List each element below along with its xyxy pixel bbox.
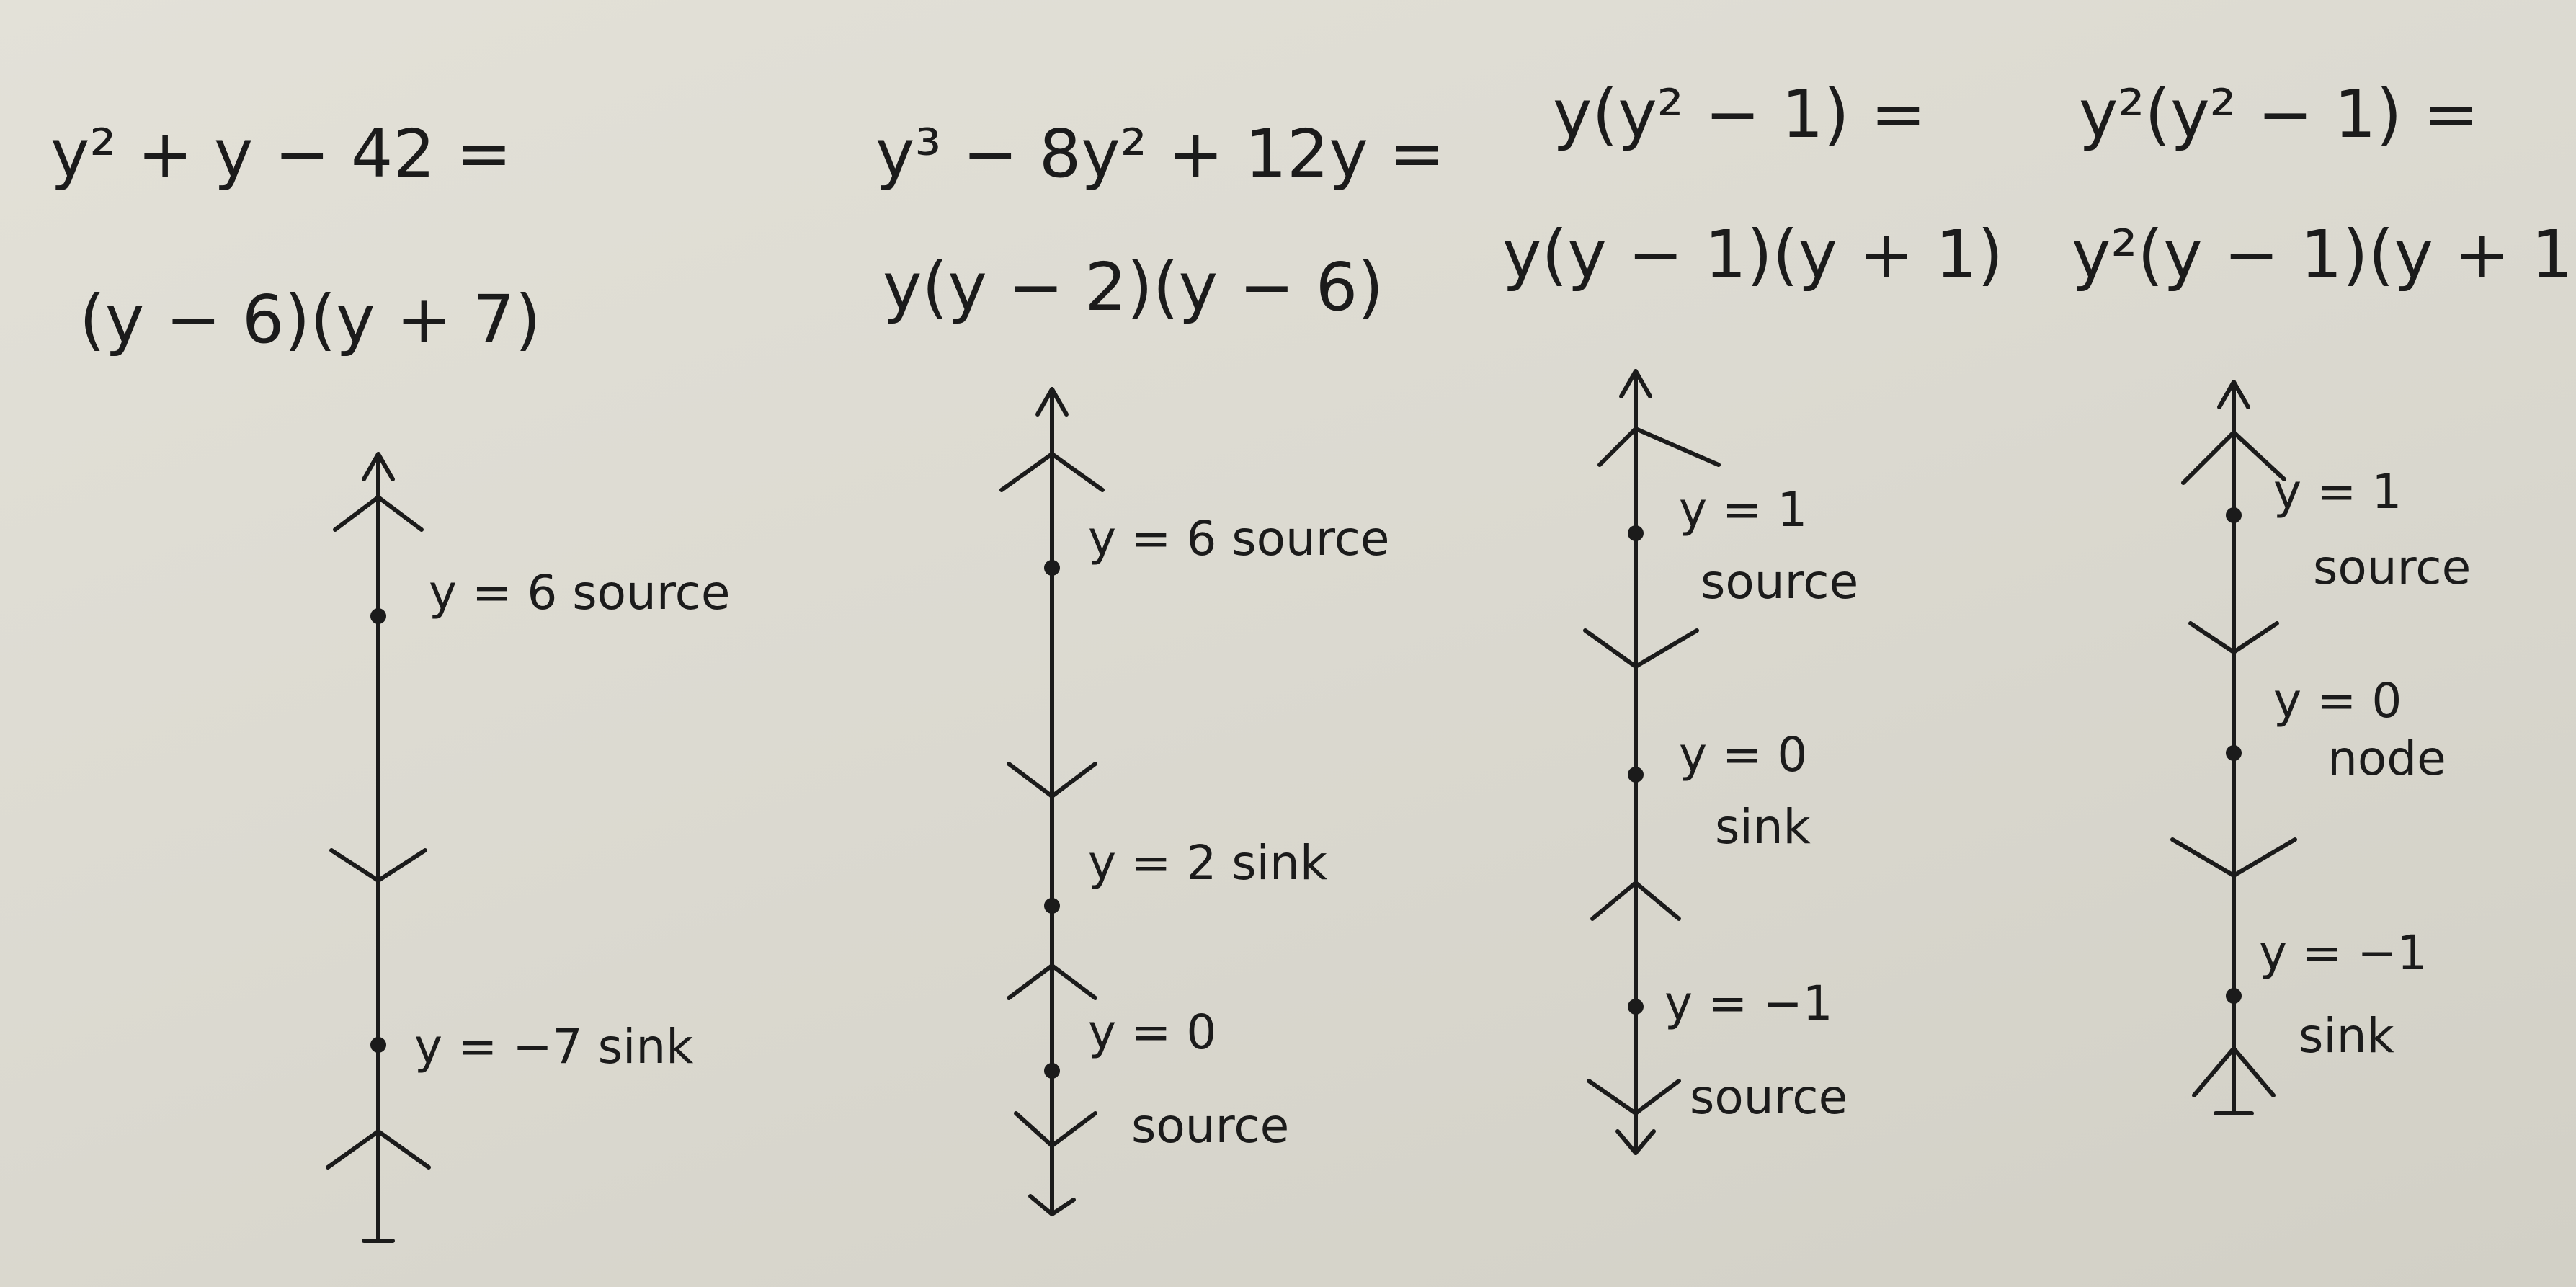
diagram-4-flow-up-arrow <box>2192 1046 2276 1097</box>
diagram-3-flow-up-arrow <box>1597 427 1721 467</box>
diagram-2-flow-down-arrow <box>1007 762 1097 798</box>
diagram-3-flow-up-arrow <box>1590 881 1681 921</box>
diagram-3-equilibrium-point <box>1628 525 1644 541</box>
diagram-2-axis-arrow <box>1035 387 1069 417</box>
diagram-2-axis-end <box>1028 1194 1076 1216</box>
diagram-1-equilibrium-point <box>370 1037 386 1053</box>
diagram-4: y²(y² − 1) = y²(y − 1)(y + 1) y = 1 sour… <box>2072 76 2576 1115</box>
diagram-2-equilibrium-label: y = 2 sink <box>1088 835 1328 891</box>
diagram-1-equilibrium-point <box>370 608 386 624</box>
diagram-2-equation: y³ − 8y² + 12y = <box>875 115 1445 192</box>
diagram-2-equilibrium-point <box>1044 560 1060 576</box>
diagram-1-axis-arrow <box>362 452 395 481</box>
diagram-3-equilibrium-type: source <box>1701 554 1858 610</box>
diagram-1-equation: y² + y − 42 = <box>50 115 512 192</box>
diagram-3-equilibrium-label: y = 0 <box>1679 727 1807 783</box>
diagram-3-axis-end <box>1615 1129 1656 1155</box>
diagram-1-flow-up-arrow <box>326 1129 431 1170</box>
diagram-4-equilibrium-type: source <box>2313 540 2471 595</box>
diagram-3-equilibrium-type: source <box>1690 1069 1848 1125</box>
diagram-3-flow-down-arrow <box>1583 628 1699 669</box>
diagram-1-equilibrium-label: y = −7 sink <box>414 1019 694 1074</box>
diagram-3-equilibrium-point <box>1628 999 1644 1015</box>
diagram-4-equation: y²(y² − 1) = <box>2079 76 2479 153</box>
diagram-3-flow-down-arrow <box>1587 1079 1681 1115</box>
diagram-1-equilibrium-label: y = 6 source <box>429 565 730 620</box>
diagram-3-equation: y(y² − 1) = <box>1553 76 1926 153</box>
diagram-3-axis-arrow <box>1619 369 1652 398</box>
diagram-2-equilibrium-label: y = 0 <box>1088 1005 1216 1060</box>
diagram-3-factored-form: y(y − 1)(y + 1) <box>1502 216 2003 293</box>
diagram-4-equilibrium-point <box>2226 507 2242 523</box>
diagram-4-flow-up-arrow <box>2181 430 2286 485</box>
diagram-4-equilibrium-point <box>2226 745 2242 761</box>
diagram-4-equilibrium-label: y = 1 <box>2273 464 2402 520</box>
diagram-3-equilibrium-point <box>1628 767 1644 783</box>
diagram-4-flow-down-arrow <box>2170 837 2297 878</box>
diagram-1-factored-form: (y − 6)(y + 7) <box>79 281 541 358</box>
diagram-2-equilibrium-point <box>1044 898 1060 914</box>
diagram-2-equilibrium-point <box>1044 1063 1060 1079</box>
diagram-1: y² + y − 42 = (y − 6)(y + 7) y = 6 sourc… <box>50 115 730 1243</box>
diagram-4-factored-form: y²(y − 1)(y + 1) <box>2072 216 2576 293</box>
diagram-4-equilibrium-type: sink <box>2299 1008 2395 1064</box>
diagram-4-axis-arrow <box>2217 380 2250 409</box>
diagram-4-equilibrium-label: y = −1 <box>2259 925 2428 981</box>
diagram-2-equilibrium-type: source <box>1131 1098 1289 1154</box>
diagram-3-equilibrium-label: y = −1 <box>1664 976 1833 1031</box>
diagram-3-equilibrium-type: sink <box>1715 799 1811 855</box>
diagram-3-equilibrium-label: y = 1 <box>1679 482 1807 538</box>
diagram-4-equilibrium-point <box>2226 988 2242 1004</box>
diagram-1-flow-up-arrow <box>333 495 424 532</box>
diagram-2-flow-down-arrow <box>1014 1111 1097 1148</box>
diagram-3: y(y² − 1) = y(y − 1)(y + 1) y = 1 source… <box>1502 76 2003 1155</box>
diagram-4-equilibrium-label: y = 0 <box>2273 673 2402 729</box>
diagram-1-flow-down-arrow <box>329 848 427 883</box>
diagram-4-flow-down-arrow <box>2188 621 2279 654</box>
diagram-4-equilibrium-type: node <box>2327 731 2446 786</box>
diagram-2-flow-up-arrow <box>1007 963 1097 1000</box>
diagram-2-factored-form: y(y − 2)(y − 6) <box>883 249 1383 326</box>
diagram-2-flow-up-arrow <box>999 452 1105 492</box>
diagram-2-equilibrium-label: y = 6 source <box>1088 511 1389 566</box>
diagram-2: y³ − 8y² + 12y = y(y − 2)(y − 6) y = 6 s… <box>875 115 1445 1216</box>
